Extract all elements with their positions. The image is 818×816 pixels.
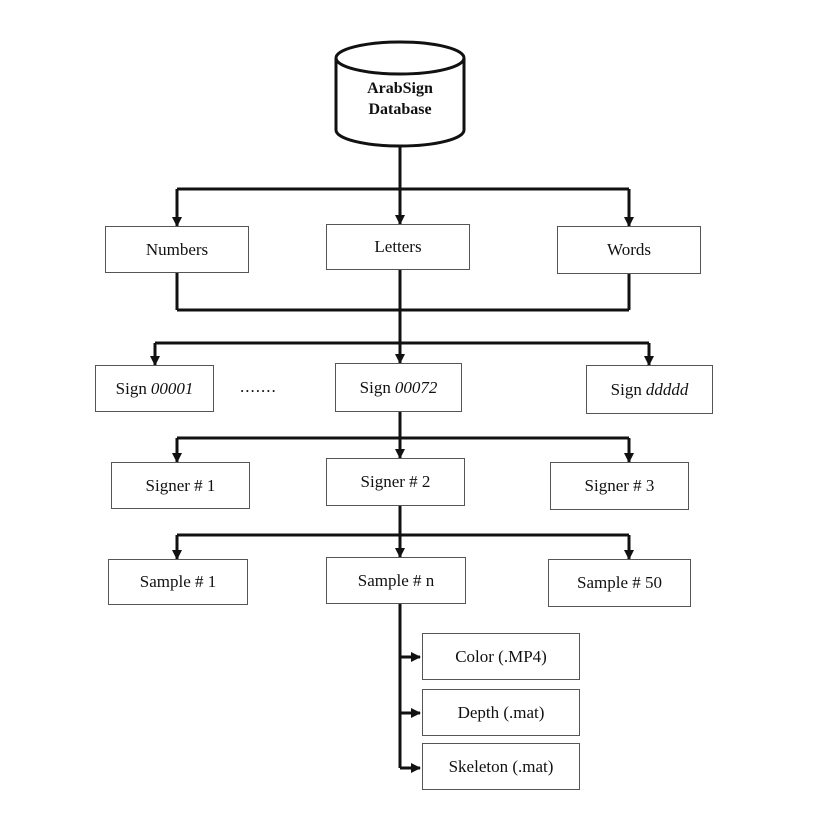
sign-id: 00001 [150,378,194,398]
sign-ellipsis: ....... [240,377,277,396]
signer-3: Signer # 3 [550,462,689,510]
category-numbers: Numbers [105,226,249,273]
sample-n: Sample # n [326,557,466,604]
database-label-line1: ArabSign [367,80,433,97]
category-letters: Letters [326,224,470,270]
database-label: ArabSign Database [336,78,464,120]
database-cylinder [334,40,466,148]
signer-1: Signer # 1 [111,462,250,509]
file-color: Color (.MP4) [422,633,580,680]
sample-50: Sample # 50 [548,559,691,607]
category-words: Words [557,226,701,274]
sign-prefix: Sign [610,379,642,399]
sign-id: 00072 [394,377,438,397]
file-depth: Depth (.mat) [422,689,580,736]
file-skeleton: Skeleton (.mat) [422,743,580,790]
sign-prefix: Sign [115,378,147,398]
sign-prefix: Sign [359,377,391,397]
database-label-line2: Database [368,101,432,118]
sign-id: ddddd [645,379,689,399]
sample-1: Sample # 1 [108,559,248,605]
signer-2: Signer # 2 [326,458,465,506]
